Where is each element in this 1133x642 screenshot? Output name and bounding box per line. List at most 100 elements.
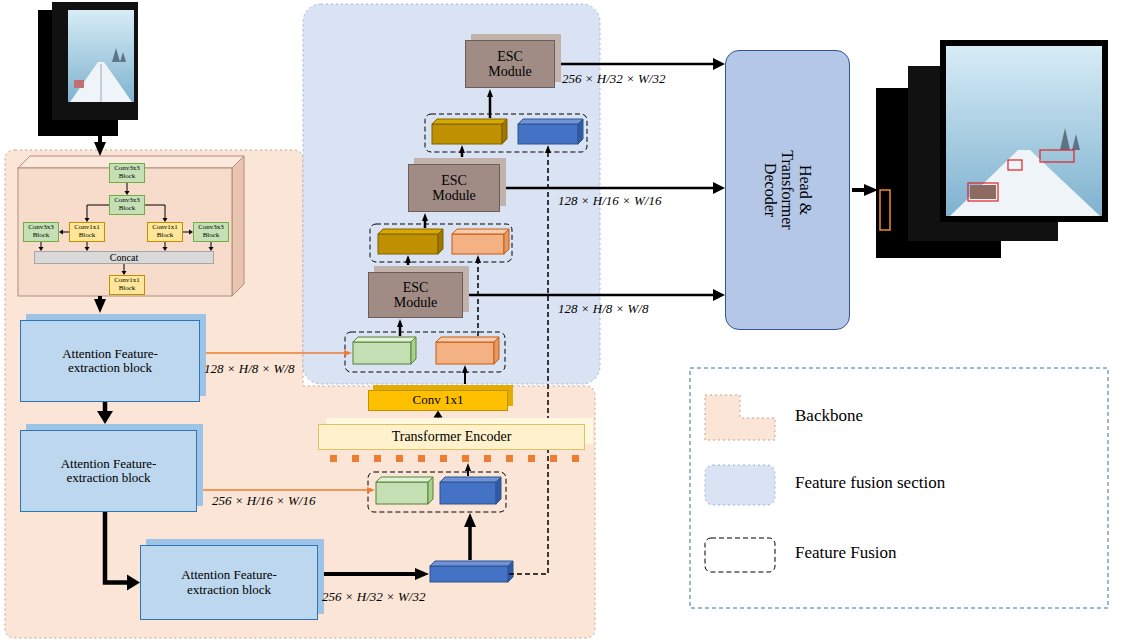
feature-map-blue (440, 477, 501, 504)
skip-arrow (206, 352, 345, 354)
connector (463, 289, 725, 301)
node-text: Conv3x3 Block (110, 197, 144, 212)
feature-map-gold (432, 119, 507, 144)
connector (39, 242, 44, 251)
cuboid-front (518, 124, 578, 144)
connector-line (105, 512, 127, 583)
cuboid-front (440, 482, 496, 504)
conv-box: Conv 1x1 (368, 390, 508, 411)
connector (59, 230, 69, 235)
detection-box (1040, 150, 1074, 162)
car (970, 185, 996, 199)
token (330, 455, 337, 462)
node-text: Conv3x3 Block (194, 224, 228, 239)
cuboid-top (353, 337, 416, 342)
cuboid-front (378, 234, 438, 254)
flow-arrow (489, 96, 492, 118)
connector-line (124, 264, 125, 271)
connector (85, 242, 90, 251)
cuboid-top (440, 477, 501, 482)
road (950, 150, 1100, 216)
attention-block: Attention Feature-extraction block (20, 320, 200, 402)
connector (145, 205, 168, 222)
output-arrow (852, 188, 866, 192)
arrow-head (713, 182, 725, 194)
arrow-head (713, 58, 725, 70)
fusion-bracket (370, 224, 512, 262)
token (418, 455, 425, 462)
token (462, 455, 469, 462)
node-text: Conv3x3 Block (24, 224, 58, 239)
connector-line (41, 242, 42, 247)
connector-line (127, 183, 128, 191)
feature-map-blue (430, 561, 513, 582)
attention-block: Attention Feature-extraction block (20, 430, 197, 512)
cuboid-side (502, 119, 507, 144)
token (374, 455, 381, 462)
cuboid-top (518, 119, 583, 124)
connector-line (87, 242, 88, 247)
connector (105, 512, 140, 591)
feature-map-orange (436, 337, 499, 364)
detection-box (968, 183, 998, 201)
connector (85, 205, 110, 222)
connector (97, 402, 113, 424)
cuboid-top (432, 119, 507, 124)
cuboid-front (452, 234, 504, 254)
connector (555, 58, 725, 70)
legend-swatch (705, 465, 775, 505)
cuboid-side (504, 229, 509, 254)
dimension-label: 256 × H/16 × W/16 (212, 494, 316, 509)
flow-arrow (424, 220, 427, 228)
tree (1060, 128, 1080, 150)
connector-line (500, 187, 713, 190)
cuboid-top (430, 561, 513, 566)
connector-line (145, 205, 165, 218)
transformer-encoder: Transformer Encoder (318, 424, 585, 450)
stem-front-face (18, 168, 232, 296)
road-line (101, 64, 102, 102)
head-decoder: Head & Transformer Decoder (725, 50, 850, 330)
token (550, 455, 557, 462)
token (506, 455, 513, 462)
output-image (946, 46, 1102, 216)
cuboid-side (411, 337, 416, 364)
dashed-arrow (509, 152, 548, 574)
flow-arrow (464, 372, 466, 384)
dimension-label: 256 × H/32 × W/32 (322, 590, 426, 605)
node-text: Conv1x1 Block (110, 277, 144, 292)
arrow-head (434, 411, 443, 418)
flow-arrow (324, 572, 417, 576)
esc-module: ESC Module (368, 272, 463, 318)
legend-frame (690, 368, 1108, 608)
cuboid-front (376, 482, 428, 504)
node-text: Conv1x1 Block (148, 224, 182, 239)
cuboid-side (494, 337, 499, 364)
esc-module: ESC Module (465, 40, 555, 88)
dimension-label: 128 × H/16 × W/16 (558, 194, 662, 209)
cuboid-top (378, 229, 443, 234)
skip-arrow (203, 489, 368, 491)
cuboid-side (508, 561, 513, 582)
dashed-arrow (477, 262, 479, 336)
connector (125, 183, 130, 195)
connector-line (103, 402, 108, 411)
fusion-bracket (425, 114, 587, 152)
conv-block: Conv1x1 Block (147, 222, 183, 242)
node-text: ESC Module (426, 173, 482, 204)
conv-block: Conv1x1 Block (109, 275, 145, 295)
connector-line (183, 232, 189, 233)
node-text: Transformer Encoder (392, 429, 512, 444)
input-image (68, 10, 134, 102)
token (572, 455, 579, 462)
flow-arrow (98, 296, 102, 301)
node-text: ESC Module (388, 280, 444, 311)
feature-map-green (376, 477, 433, 504)
fusion-bracket (368, 472, 506, 512)
flow-arrow (407, 262, 410, 265)
legend-text: Feature fusion section (795, 473, 945, 493)
legend-swatch (705, 395, 775, 440)
legend-text: Feature Fusion (795, 543, 897, 563)
cuboid-front (353, 342, 411, 364)
cuboid-front (432, 124, 502, 144)
